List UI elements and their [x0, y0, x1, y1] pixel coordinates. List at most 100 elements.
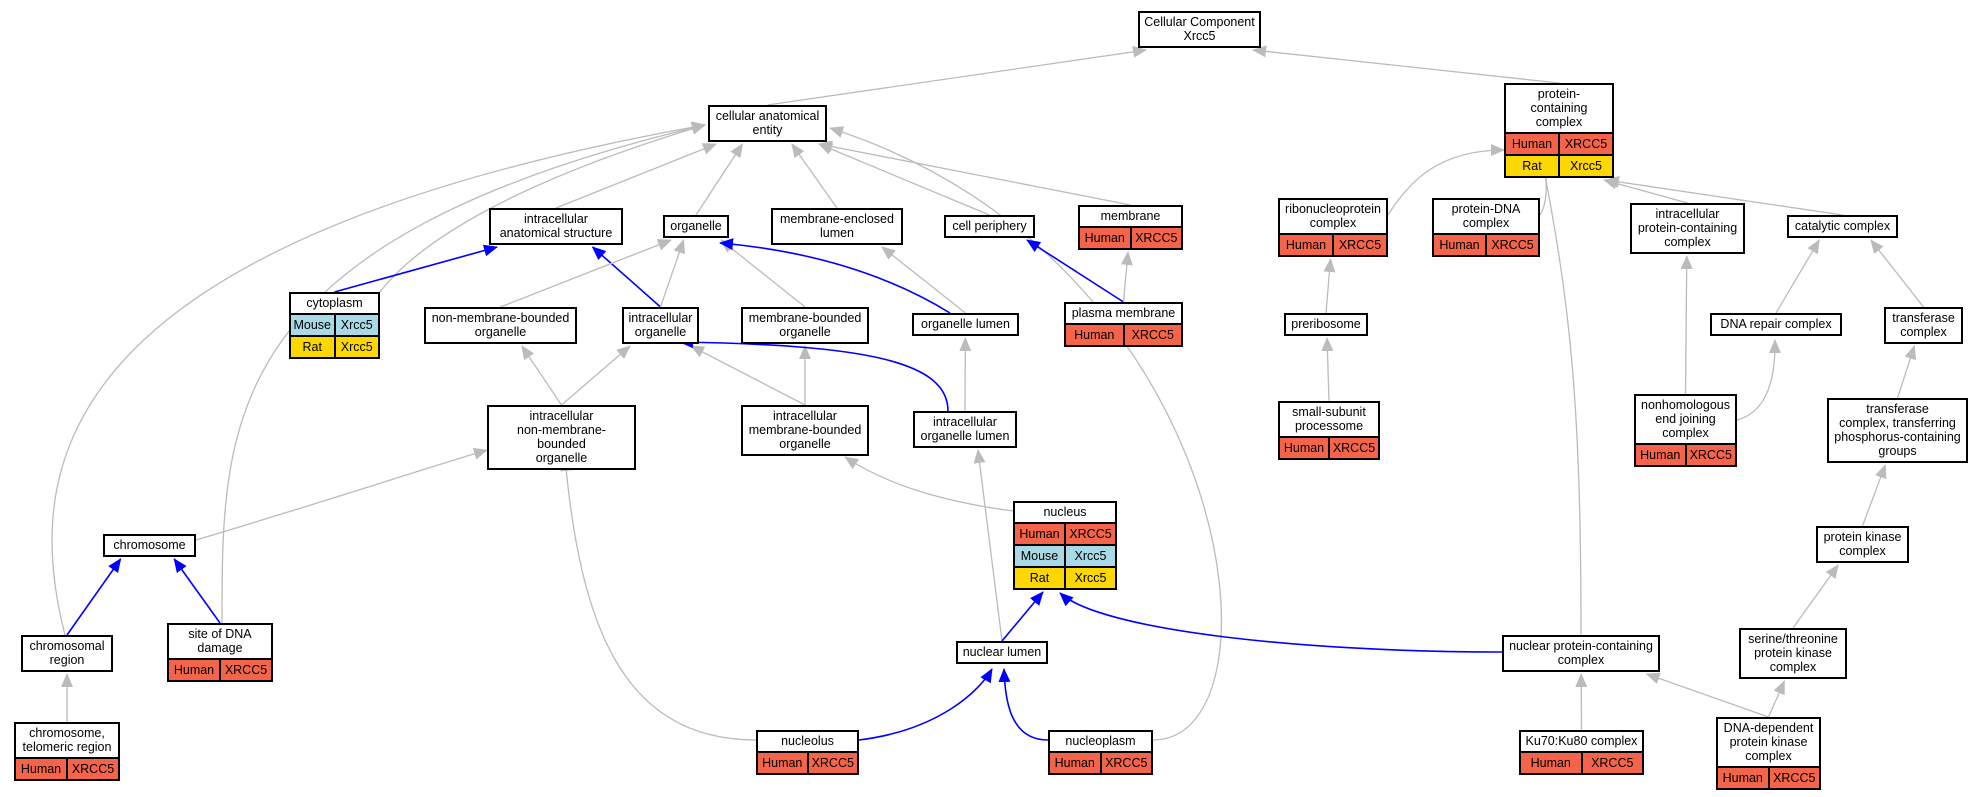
species-name: Human	[1283, 441, 1325, 455]
edge-pm-to-cellper	[1026, 239, 1124, 303]
gene-symbol: Xrcc5	[1064, 568, 1115, 588]
edge-nuclum-to-nucleus	[1001, 591, 1044, 642]
gene-symbol: XRCC5	[66, 759, 118, 779]
species-name: Rat	[1029, 571, 1050, 585]
species-name: Mouse	[293, 318, 332, 332]
node-ol[interactable]: organelle lumen	[912, 313, 1019, 336]
node-imbo[interactable]: intracellular membrane-bounded organelle	[741, 405, 869, 456]
node-label: nucleoplasm	[1065, 734, 1136, 748]
node-label: nucleus	[1043, 505, 1087, 519]
edge-chrreg-to-cae	[51, 121, 706, 636]
node-mel[interactable]: membrane-enclosed lumen	[771, 208, 903, 245]
edge-chromosome-to-inmbo	[195, 447, 488, 541]
species-name: Human	[1722, 771, 1763, 785]
node-pkc[interactable]: protein kinase complex	[1816, 526, 1909, 563]
node-root[interactable]: Cellular Component Xrcc5	[1138, 11, 1261, 48]
node-stpk[interactable]: serine/threonine protein kinase complex	[1739, 628, 1847, 679]
node-ias[interactable]: intracellular anatomical structure	[489, 208, 623, 245]
gene-symbol: XRCC5	[806, 753, 858, 773]
species-name: Human	[1511, 137, 1553, 151]
node-label: intracellular organelle lumen	[920, 415, 1010, 443]
node-label: catalytic complex	[1794, 219, 1891, 233]
edge-npcc-to-pcc	[1536, 149, 1582, 636]
species-name: Human	[1439, 238, 1480, 252]
edge-tcpg-to-transferase	[1896, 345, 1917, 399]
node-io[interactable]: intracellular organelle	[622, 307, 699, 344]
gene-symbol: XRCC5	[1684, 445, 1736, 465]
species-name: Human	[1054, 756, 1095, 770]
edge-sodd-to-cae	[221, 122, 706, 624]
node-nuclum[interactable]: nuclear lumen	[956, 641, 1048, 664]
node-chrreg[interactable]: chromosomal region	[21, 635, 113, 672]
node-cae[interactable]: cellular anatomical entity	[708, 105, 827, 142]
edge-iol-to-io	[679, 336, 949, 412]
species-name: Human	[1530, 756, 1571, 770]
edge-nhej-to-dnarepair	[1736, 339, 1781, 421]
species-name: Human	[173, 663, 215, 677]
edge-dnarepair-to-catalytic	[1775, 239, 1820, 314]
node-label: protein-containing complex	[1530, 87, 1588, 129]
species-name: Rat	[302, 340, 322, 354]
node-ipcc[interactable]: intracellular protein-containing complex	[1630, 203, 1745, 254]
node-tcpg[interactable]: transferase complex, transferring phosph…	[1827, 398, 1968, 463]
node-inmbo[interactable]: intracellular non-membrane-bounded organ…	[487, 405, 636, 470]
node-label: nuclear lumen	[962, 645, 1042, 659]
node-label: chromosome	[113, 538, 186, 552]
node-chromosome[interactable]: chromosome	[103, 534, 196, 557]
node-label: transferase complex, transferring phosph…	[1834, 402, 1961, 458]
edge-nucleus-to-imbo	[844, 456, 1014, 512]
edge-cytoplasm-to-ias	[334, 244, 498, 293]
node-dnarepair[interactable]: DNA repair complex	[1710, 313, 1842, 336]
species-name: Rat	[1522, 159, 1542, 173]
edge-cytoplasm-to-cae	[379, 122, 706, 293]
node-iol[interactable]: intracellular organelle lumen	[913, 411, 1017, 448]
node-npcc[interactable]: nuclear protein-containing complex	[1502, 635, 1660, 672]
edge-pkc-to-tcpg	[1861, 464, 1887, 527]
node-catalytic[interactable]: catalytic complex	[1787, 215, 1898, 238]
node-label: organelle lumen	[921, 317, 1010, 331]
node-transferase[interactable]: transferase complex	[1884, 307, 1963, 344]
node-label: intracellular organelle	[628, 311, 693, 339]
edge-organelle-to-cae	[695, 143, 744, 216]
edge-nucleoplasm-to-nuclum	[998, 668, 1049, 741]
edge-ias-to-cae	[555, 143, 717, 209]
node-label: non-membrane-bounded organelle	[431, 311, 570, 339]
node-mbo[interactable]: membrane-bounded organelle	[741, 307, 869, 344]
node-label: serine/threonine protein kinase complex	[1748, 632, 1838, 674]
edge-preribosome-to-rnp	[1323, 258, 1336, 314]
edge-nucleolus-to-nuclum	[858, 668, 993, 741]
node-label: DNA repair complex	[1720, 317, 1832, 331]
node-label: Ku70:Ku80 complex	[1525, 734, 1638, 748]
gene-symbol: XRCC5	[1129, 228, 1182, 248]
node-preribosome[interactable]: preribosome	[1284, 313, 1368, 336]
node-nmbo[interactable]: non-membrane-bounded organelle	[424, 307, 577, 344]
gene-symbol: XRCC5	[219, 660, 271, 680]
node-cellper[interactable]: cell periphery	[944, 215, 1035, 238]
edge-nucleolus-to-inmbo	[560, 457, 757, 741]
gene-symbol: XRCC5	[1767, 768, 1820, 788]
node-organelle[interactable]: organelle	[663, 215, 729, 238]
node-label: plasma membrane	[1071, 306, 1176, 320]
edge-dnapk-to-npcc	[1645, 672, 1769, 718]
